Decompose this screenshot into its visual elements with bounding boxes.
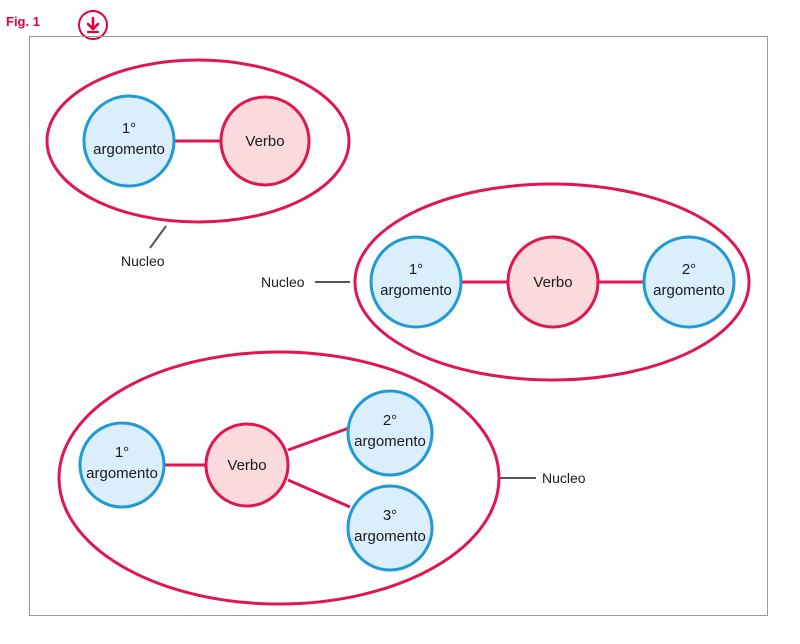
node-label-verb: Verbo (245, 133, 284, 150)
node-label-line1: 2° (682, 261, 696, 278)
node-label-verb: Verbo (533, 274, 572, 291)
nucleus-ellipse (45, 58, 351, 224)
node-label-line1: 1° (122, 120, 136, 137)
nucleus-ellipse (57, 350, 501, 606)
node-label-line1: 2° (383, 412, 397, 429)
node-label-line2: argomento (354, 528, 426, 545)
callout-nucleo: Nucleo (261, 274, 305, 290)
diagram-frame (29, 36, 768, 616)
nucleus-group-2: 1° argomento Verbo 2° argomento Nucleo (261, 182, 751, 382)
edge-verb-arg3 (287, 478, 351, 509)
argument-node (346, 389, 434, 477)
node-label-verb: Verbo (227, 457, 266, 474)
argument-node (369, 235, 463, 329)
callout-nucleo: Nucleo (542, 470, 586, 486)
edge-verb-arg2 (287, 426, 350, 452)
argument-node (82, 94, 176, 188)
node-label-line2: argomento (653, 282, 725, 299)
node-label-line1: 3° (383, 507, 397, 524)
node-label-line2: argomento (86, 465, 158, 482)
node-label-line2: argomento (380, 282, 452, 299)
node-label-line2: argomento (93, 141, 165, 158)
figure-label: Fig. 1 (6, 14, 40, 29)
download-button[interactable] (78, 10, 108, 40)
node-label-line2: argomento (354, 433, 426, 450)
nucleus-group-3: 1° argomento Verbo 2° argomento 3° argom… (57, 350, 586, 606)
argument-node (78, 421, 166, 509)
callout-nucleo: Nucleo (121, 253, 165, 269)
download-arrow-icon (86, 16, 100, 34)
verb-node (219, 95, 311, 187)
verb-node (204, 422, 290, 508)
node-label-line1: 1° (115, 444, 129, 461)
callout-line (149, 225, 167, 249)
nucleus-group-1: 1° argomento Verbo Nucleo (45, 58, 351, 269)
verb-node (506, 235, 600, 329)
argument-node (346, 484, 434, 572)
argument-node (642, 235, 736, 329)
nucleus-ellipse (353, 182, 751, 382)
node-label-line1: 1° (409, 261, 423, 278)
